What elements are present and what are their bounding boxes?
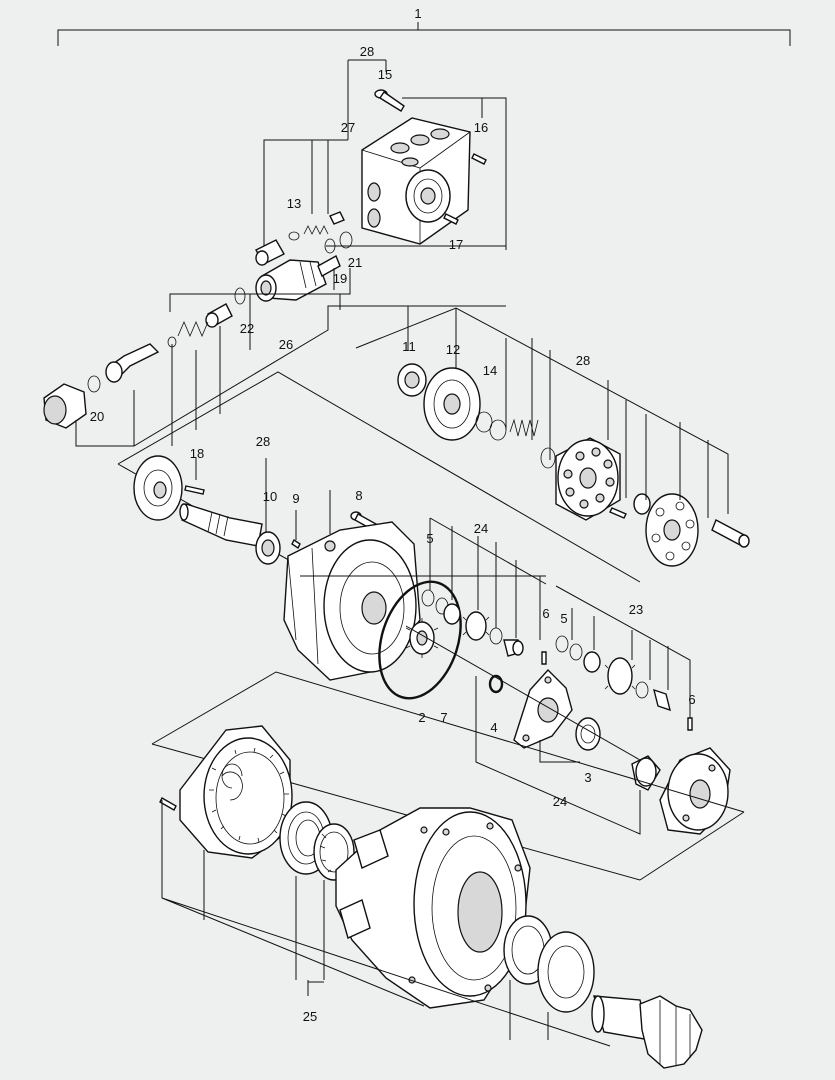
- label-12: 12: [446, 342, 460, 357]
- label-8: 8: [355, 488, 362, 503]
- label-24-upper: 24: [474, 521, 488, 536]
- label-23: 23: [629, 602, 643, 617]
- valve-block-group: [43, 59, 507, 447]
- label-10: 10: [263, 489, 277, 504]
- planetary-set-24a: [421, 589, 524, 657]
- cylinder-block: [555, 437, 621, 521]
- piston-group: [355, 306, 750, 567]
- label-6-upper: 6: [542, 606, 549, 621]
- label-13: 13: [287, 196, 301, 211]
- wheel-hub: [335, 807, 531, 1009]
- bolt-15: [374, 89, 405, 112]
- retainer-plate: [645, 493, 699, 567]
- planetary-set-23: [555, 585, 693, 731]
- output-pinion: [591, 995, 703, 1069]
- label-19: 19: [333, 271, 347, 286]
- label-20: 20: [90, 409, 104, 424]
- label-27: 27: [341, 120, 355, 135]
- label-6-lower: 6: [688, 692, 695, 707]
- label-18: 18: [190, 446, 204, 461]
- label-24-lower: 24: [553, 794, 567, 809]
- bearing-11: [397, 363, 427, 397]
- label-5-right: 5: [560, 611, 567, 626]
- label-9: 9: [292, 491, 299, 506]
- label-1: 1: [414, 6, 421, 21]
- assembly-bracket: [57, 22, 791, 46]
- label-16: 16: [474, 120, 488, 135]
- motor-housing-group: [117, 371, 745, 881]
- valve-block: [361, 117, 471, 245]
- reduction-group: [151, 671, 745, 1069]
- second-carrier: [631, 747, 731, 835]
- label-25: 25: [303, 1009, 317, 1024]
- plate-12: [423, 367, 481, 441]
- label-7: 7: [440, 710, 447, 725]
- spool-assembly: [43, 287, 246, 429]
- planet-carrier: [513, 668, 573, 749]
- callout-labels: 1 28 15 27 16 13 17 21 19 22 26 11 12 28…: [90, 6, 696, 1024]
- label-14: 14: [483, 363, 497, 378]
- label-28-mid: 28: [576, 353, 590, 368]
- label-11: 11: [402, 339, 416, 354]
- label-2: 2: [418, 710, 425, 725]
- label-17: 17: [449, 237, 463, 252]
- label-4: 4: [490, 720, 497, 735]
- label-26: 26: [279, 337, 293, 352]
- label-15: 15: [378, 67, 392, 82]
- flange-18: [133, 455, 205, 521]
- label-28-top: 28: [360, 44, 374, 59]
- ring-gear: [179, 725, 293, 859]
- label-28-left: 28: [256, 434, 270, 449]
- label-5-left: 5: [426, 531, 433, 546]
- label-3: 3: [584, 770, 591, 785]
- label-21: 21: [348, 255, 362, 270]
- drive-shaft: [179, 503, 263, 547]
- motor-housing: [283, 521, 421, 681]
- label-22: 22: [240, 321, 254, 336]
- relief-plug-13: [255, 211, 345, 266]
